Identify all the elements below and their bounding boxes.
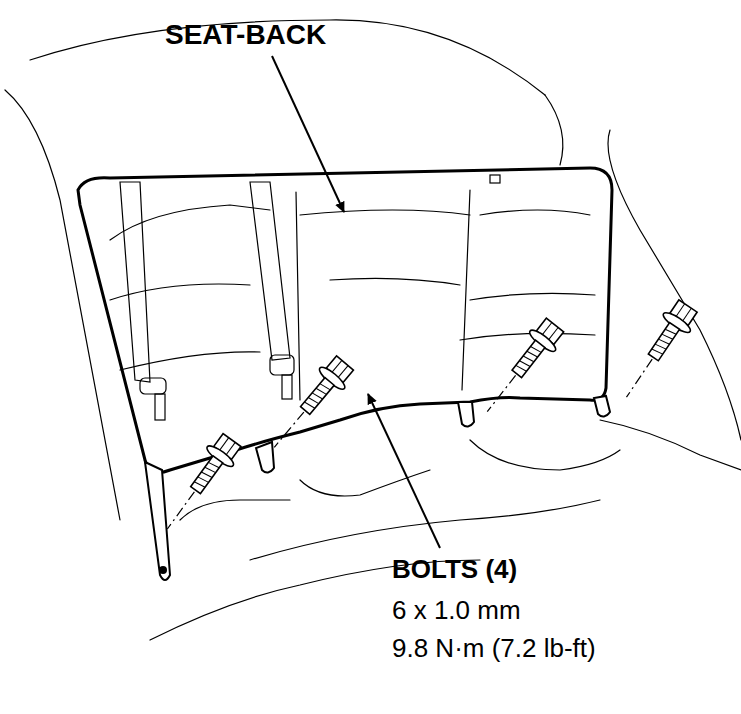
torque-spec: 9.8 N·m (7.2 lb-ft) (392, 634, 596, 663)
part-name: SEAT-BACK (165, 20, 326, 51)
dimension: 6 x 1.0 mm (392, 596, 521, 625)
part-name: BOLTS (4) (392, 555, 517, 584)
